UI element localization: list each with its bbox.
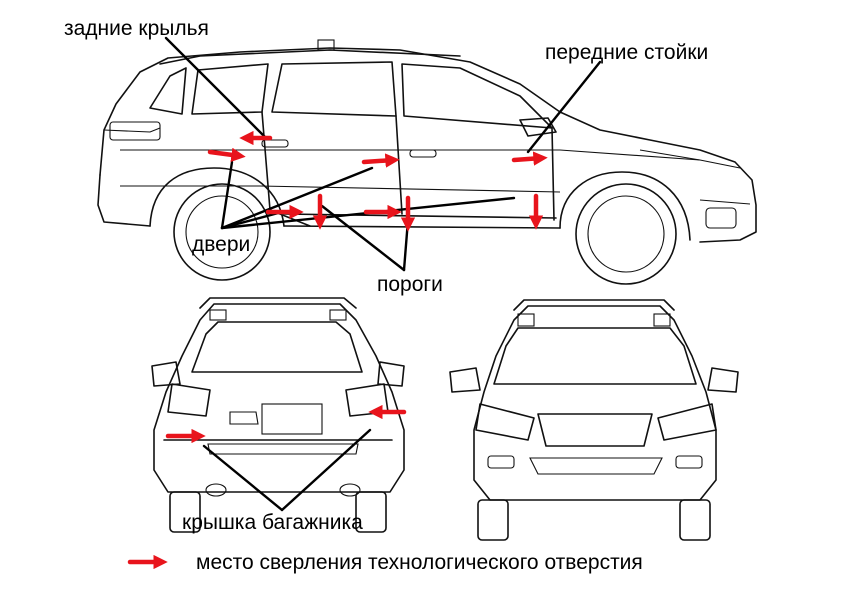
drill-points: [165, 130, 548, 444]
leader-lines: [164, 36, 602, 512]
label-rear-fenders: задние крылья: [64, 17, 209, 40]
label-trunk-lid: крышка багажника: [182, 511, 363, 534]
drill-point-front-pillar: [511, 151, 548, 166]
label-front-pillars: передние стойки: [545, 41, 709, 64]
drill-point-front-door: [361, 153, 400, 168]
label-doors: двери: [192, 233, 251, 256]
legend-text: место сверления технологического отверст…: [196, 551, 643, 574]
label-sills: пороги: [377, 273, 443, 296]
drill-point-rear-door-front: [207, 147, 246, 162]
front-view: [449, 299, 739, 541]
rear-view: [151, 297, 405, 533]
